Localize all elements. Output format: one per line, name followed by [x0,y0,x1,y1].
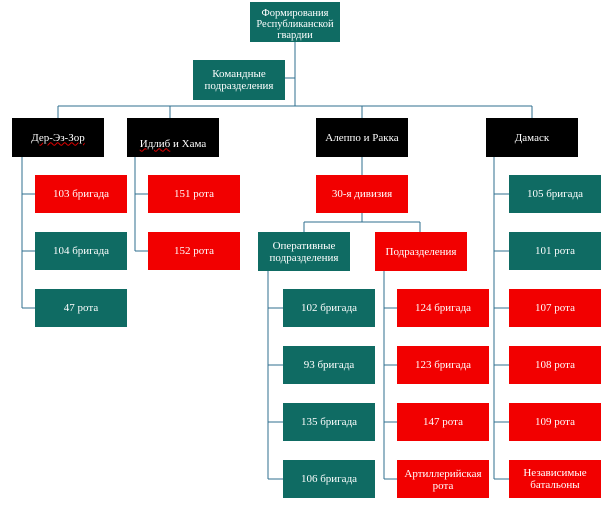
unit-box: 135 бригада [283,403,375,441]
subunits-node: Подразделения [375,232,467,271]
unit-box: 108 рота [509,346,601,384]
unit-box: 103 бригада [35,175,127,213]
division-30-node: 30-я дивизия [316,175,408,213]
region-label: Идлиб и Хама [139,137,207,150]
unit-box: 123 бригада [397,346,489,384]
command-units-node: Командные подразделения [193,60,285,100]
unit-box: 102 бригада [283,289,375,327]
region-label-part: Идлиб [139,137,171,150]
region-aleppo-raqqa: Алеппо и Ракка [316,118,408,157]
unit-box: 104 бригада [35,232,127,270]
unit-box: 106 бригада [283,460,375,498]
operational-units-node: Оперативные подразделения [258,232,350,271]
unit-box: 93 бригада [283,346,375,384]
root-node: Формирования Республиканской гвардии [250,2,340,42]
unit-box: 109 рота [509,403,601,441]
region-deir-ez-zor: Дер-Эз-Зор [12,118,104,157]
region-idlib-hama: Идлиб и Хама [127,118,219,157]
unit-box: 47 рота [35,289,127,327]
unit-box: 152 рота [148,232,240,270]
unit-box: 105 бригада [509,175,601,213]
region-damascus: Дамаск [486,118,578,157]
unit-box: Независимые батальоны [509,460,601,498]
unit-box: 124 бригада [397,289,489,327]
unit-box: Артиллерийская рота [397,460,489,498]
unit-box: 151 рота [148,175,240,213]
region-label: Дер-Эз-Зор [31,131,85,144]
unit-box: 101 рота [509,232,601,270]
unit-box: 147 рота [397,403,489,441]
unit-box: 107 рота [509,289,601,327]
